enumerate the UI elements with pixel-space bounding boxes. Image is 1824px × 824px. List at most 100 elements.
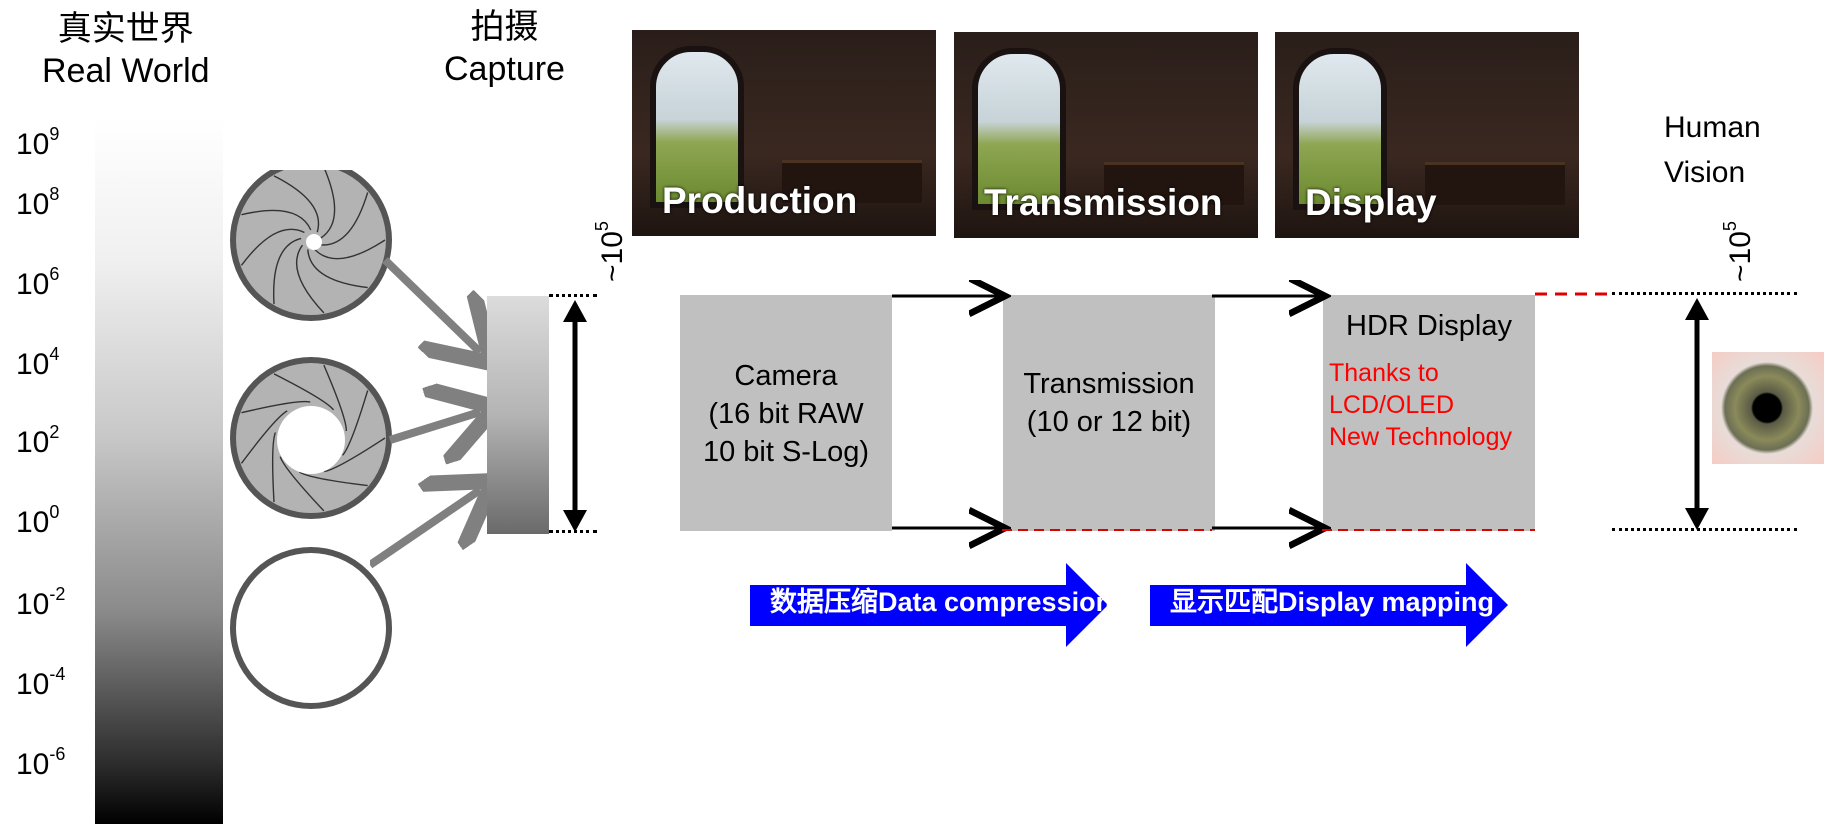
arrow-open-aperture	[370, 490, 480, 569]
table-image	[1104, 162, 1244, 205]
data-compression-arrow	[750, 563, 1108, 647]
luminance-tick: 108	[16, 185, 59, 221]
vision-top-dotted-line	[1612, 292, 1797, 295]
photo-label-production: Production	[662, 180, 858, 221]
photo-label-transmission: Transmission	[984, 182, 1223, 223]
capture-title: 拍摄 Capture	[444, 6, 565, 90]
aperture-blade	[241, 400, 311, 414]
luminance-tick: 106	[16, 265, 59, 301]
camera-box-line2: (16 bit RAW	[708, 398, 864, 430]
capture-range-double-arrow	[563, 300, 587, 532]
aperture-blade	[323, 364, 348, 432]
camera-box: Camera (16 bit RAW 10 bit S-Log)	[680, 295, 892, 531]
aperture-icons	[230, 170, 392, 709]
aperture-blade	[307, 249, 368, 289]
luminance-tick: 109	[16, 125, 59, 161]
aperture-blade	[299, 471, 368, 487]
human-vision-title-line1: Human	[1664, 111, 1761, 144]
capture-top-dotted-line	[549, 294, 597, 297]
capture-title-cn: 拍摄	[470, 8, 539, 46]
aperture-blade	[342, 390, 369, 456]
photo-production: Production	[632, 30, 936, 236]
luminance-tick-base: 10	[16, 348, 50, 381]
luminance-tick: 102	[16, 423, 59, 459]
aperture-medium-icon	[230, 357, 392, 519]
vision-range-base: ~10	[1724, 231, 1757, 282]
aperture-blade	[240, 228, 305, 266]
luminance-tick-exp: -2	[49, 584, 66, 604]
luminance-tick-base: 10	[16, 268, 50, 301]
vision-bottom-dotted-line	[1612, 528, 1797, 531]
real-world-title: 真实世界 Real World	[42, 8, 210, 92]
camera-box-line3: 10 bit S-Log)	[702, 436, 870, 468]
luminance-tick-exp: 9	[49, 124, 60, 144]
aperture-blade	[295, 244, 325, 314]
hdr-display-box: HDR Display Thanks to LCD/OLED New Techn…	[1323, 295, 1535, 531]
capture-range-label: ~105	[592, 221, 629, 282]
luminance-tick-exp: -6	[49, 744, 66, 764]
vision-range-exp: 5	[1720, 221, 1740, 232]
capture-bottom-dotted-line	[549, 530, 597, 533]
photo-label-display: Display	[1305, 182, 1437, 223]
window-image	[972, 48, 1066, 210]
aperture-blade	[272, 237, 302, 305]
hdr-note-line2: LCD/OLED	[1329, 391, 1455, 419]
table-image	[1425, 162, 1565, 205]
luminance-tick: 10-2	[16, 585, 65, 621]
transmission-box-line1: Transmission	[1023, 368, 1195, 400]
luminance-tick: 100	[16, 503, 59, 539]
arrow-small-aperture	[382, 257, 480, 352]
luminance-gradient-bar	[95, 118, 223, 824]
human-vision-title-line2: Vision	[1664, 156, 1746, 189]
aperture-blade	[279, 456, 325, 512]
display-mapping-arrow	[1150, 563, 1508, 647]
luminance-tick: 10-6	[16, 745, 65, 781]
camera-box-line1: Camera	[734, 360, 838, 392]
aperture-open-icon	[230, 547, 392, 709]
aperture-blade	[320, 170, 336, 239]
luminance-tick-base: 10	[16, 426, 50, 459]
capture-title-en: Capture	[444, 50, 565, 88]
display-mapping-label: 显示匹配Display mapping	[1170, 587, 1495, 617]
luminance-tick-base: 10	[16, 188, 50, 221]
luminance-tick-base: 10	[16, 128, 50, 161]
aperture-blade	[241, 209, 312, 231]
luminance-tick-base: 10	[16, 588, 50, 621]
transmission-box: Transmission (10 or 12 bit)	[1003, 295, 1215, 531]
luminance-tick-exp: 2	[49, 422, 60, 442]
window-image	[650, 46, 744, 208]
luminance-tick: 104	[16, 345, 59, 381]
capture-range-exp: 5	[592, 221, 612, 232]
aperture-blade	[271, 432, 277, 503]
window-image	[1293, 48, 1387, 210]
luminance-tick: 10-4	[16, 665, 65, 701]
aperture-small-icon	[230, 170, 392, 321]
aperture-blade	[273, 175, 320, 233]
aperture-blade	[323, 437, 386, 473]
aperture-blade	[319, 192, 369, 246]
aperture-blade	[240, 410, 288, 464]
luminance-tick-exp: 4	[49, 344, 60, 364]
capture-range-base: ~10	[596, 231, 629, 282]
aperture-blade	[314, 239, 386, 260]
transmission-box-line2: (10 or 12 bit)	[1026, 406, 1192, 438]
real-world-title-en: Real World	[42, 52, 210, 90]
luminance-tick-exp: 0	[49, 502, 60, 522]
human-vision-title: Human Vision	[1664, 105, 1761, 195]
luminance-tick-base: 10	[16, 506, 50, 539]
capture-range-bar	[487, 296, 549, 534]
luminance-tick-base: 10	[16, 668, 50, 701]
hdr-note-line3: New Technology	[1329, 423, 1512, 451]
hdr-display-box-title: HDR Display	[1346, 310, 1512, 342]
aperture-blade	[273, 373, 335, 411]
real-world-title-cn: 真实世界	[57, 10, 194, 48]
photo-transmission: Transmission	[954, 32, 1258, 238]
luminance-tick-exp: 6	[49, 264, 60, 284]
luminance-tick-base: 10	[16, 748, 50, 781]
pipeline-connectors	[892, 280, 1610, 550]
hdr-display-note: Thanks to LCD/OLED New Technology	[1329, 357, 1535, 453]
vision-range-label: ~105	[1720, 221, 1757, 282]
table-image	[782, 160, 922, 203]
vision-range-double-arrow	[1685, 298, 1709, 530]
data-compression-label: 数据压缩Data compression	[770, 587, 1110, 617]
